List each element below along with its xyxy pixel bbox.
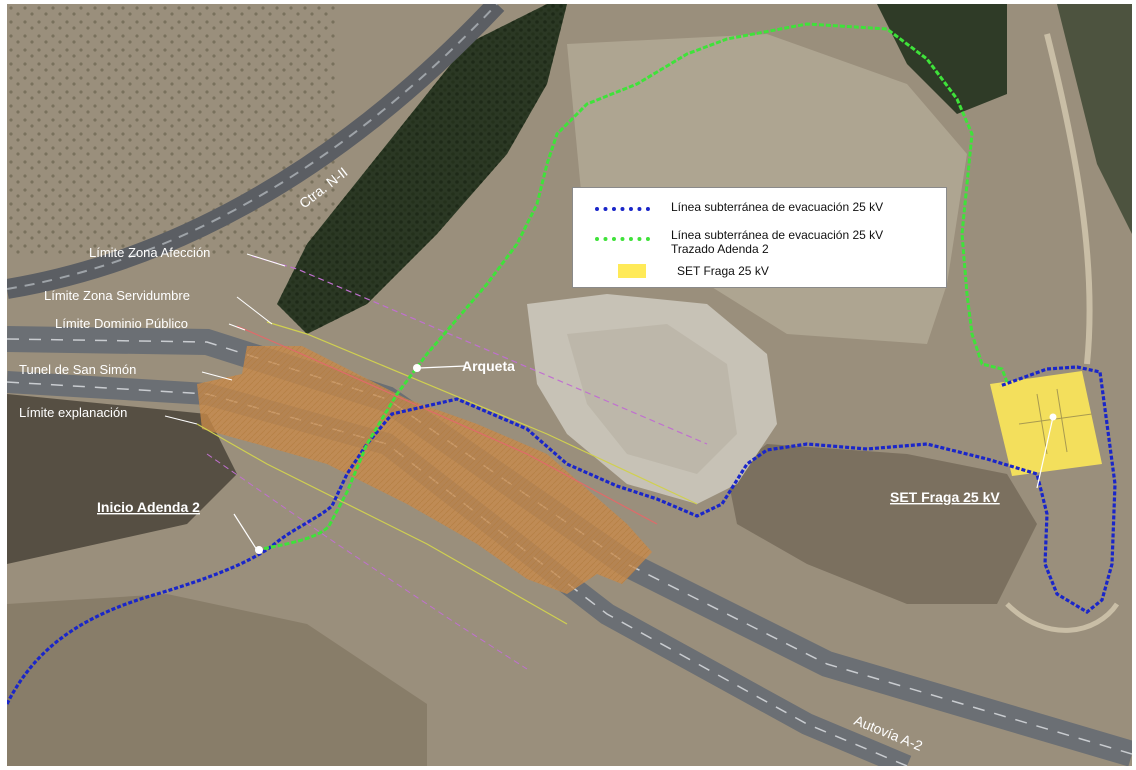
label-inicio-adenda-2: Inicio Adenda 2 [97,499,200,515]
legend-blue-label: Línea subterránea de evacuación 25 kV [671,200,884,214]
dirt-track-right [1044,33,1093,365]
limit-dominio-line [236,325,658,525]
label-limite-zona-afeccion: Límite Zona Afección [89,245,210,260]
pine-forest-texture [277,4,567,334]
servidumbre-leader [236,296,273,325]
set-fraga-marker[interactable] [1049,413,1057,421]
limit-lower-pink [206,453,528,670]
orchard-area [7,4,337,254]
substation-set-fraga [990,371,1102,476]
dark-ravine-left [7,394,237,564]
green-adenda-line [256,22,1009,552]
satellite-map: Ctra. N-II Autovía A-2 Límite Zona Afecc… [7,4,1132,766]
legend-substation-swatch [618,264,646,278]
legend-green-sublabel: Trazado Adenda 2 [671,242,769,256]
inicio-adenda-marker[interactable] [255,546,263,554]
trees-right-edge [1057,4,1132,234]
label-set-fraga: SET Fraga 25 kV [890,489,1000,505]
legend-green-swatch [595,237,650,241]
quarry-inner [567,324,737,474]
label-arqueta: Arqueta [462,358,515,374]
blue-evacuation-line [7,365,1117,705]
trees-top-right [877,4,1007,114]
limit-explanacion-line [196,423,568,625]
legend-green-label: Línea subterránea de evacuación 25 kV [671,228,884,242]
map-view[interactable]: Ctra. N-II Autovía A-2 Límite Zona Afecc… [7,4,1132,766]
map-legend: Línea subterránea de evacuación 25 kV Lí… [572,187,947,288]
limit-servidumbre-line [266,321,698,505]
arqueta-marker[interactable] [413,364,421,372]
tunel-leader [201,371,233,381]
legend-blue-swatch [595,207,650,211]
road-n2-edge [7,4,498,290]
label-limite-zona-servidumbre: Límite Zona Servidumbre [44,288,190,303]
set-fraga-leader [1036,416,1054,489]
dirt-track-loop [1005,602,1120,633]
hill-bottom-left [7,594,427,766]
label-limite-dominio-publico: Límite Dominio Público [55,316,188,331]
legend-green-label-wrap: Línea subterránea de evacuación 25 kV Tr… [671,228,883,256]
dominio-leader [228,323,246,331]
inicio-leader [233,513,258,551]
legend-substation-label: SET Fraga 25 kV [677,264,769,278]
explanacion-leader [164,415,198,425]
label-tunel-san-simon: Tunel de San Simón [19,362,136,377]
hill-right [727,444,1037,604]
earthworks-texture [197,346,652,594]
arqueta-leader [418,365,466,369]
afeccion-leader [246,253,286,267]
label-limite-explanacion: Límite explanación [19,405,127,420]
road-a2-lower-markings [7,381,908,766]
